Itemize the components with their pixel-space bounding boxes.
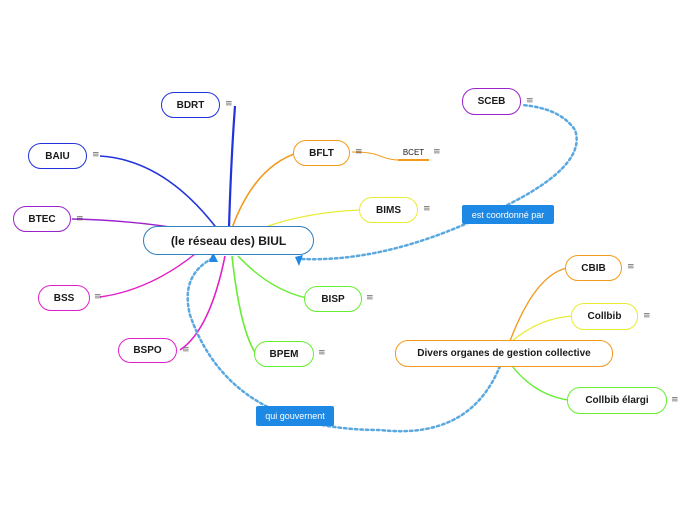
node-bpem[interactable]: BPEM xyxy=(254,341,314,367)
central-node[interactable]: (le réseau des) BIUL xyxy=(143,226,314,255)
node-sceb[interactable]: SCEB xyxy=(462,88,521,115)
branch-bflt xyxy=(231,151,301,229)
branch-cbib xyxy=(509,267,568,342)
node-label: BAIU xyxy=(45,150,70,162)
node-bflt[interactable]: BFLT xyxy=(293,140,350,166)
relation-label-text: est coordonné par xyxy=(471,209,545,220)
node-label: BCET xyxy=(402,148,425,157)
note-icon[interactable]: ≡ xyxy=(76,214,84,224)
branch-bdrt xyxy=(227,105,237,229)
note-icon[interactable]: ≡ xyxy=(671,395,679,405)
node-collbib-elargi[interactable]: Collbib élargi xyxy=(567,387,667,414)
note-icon[interactable]: ≡ xyxy=(643,311,651,321)
note-icon[interactable]: ≡ xyxy=(94,292,102,302)
note-icon[interactable]: ≡ xyxy=(627,262,635,272)
node-divers[interactable]: Divers organes de gestion collective xyxy=(395,340,613,367)
note-icon[interactable]: ≡ xyxy=(318,348,326,358)
relation-link-coordonne xyxy=(300,103,578,261)
node-bspo[interactable]: BSPO xyxy=(118,338,177,363)
node-label: SCEB xyxy=(477,96,506,107)
node-label: Collbib élargi xyxy=(585,395,649,406)
note-icon[interactable]: ≡ xyxy=(423,204,431,214)
branch-bspo xyxy=(179,255,226,351)
node-btec[interactable]: BTEC xyxy=(13,206,71,232)
branch-collbib-elargi xyxy=(511,365,569,401)
node-label: Divers organes de gestion collective xyxy=(417,348,591,359)
branch-bss xyxy=(99,253,196,298)
note-icon[interactable]: ≡ xyxy=(355,147,363,157)
node-bdrt[interactable]: BDRT xyxy=(161,92,220,118)
node-bss[interactable]: BSS xyxy=(38,285,90,311)
relation-label-gouvernent[interactable]: qui gouvernent xyxy=(256,406,334,426)
branch-bisp xyxy=(237,255,308,299)
node-bisp[interactable]: BISP xyxy=(304,286,362,312)
node-label: BIMS xyxy=(376,204,401,216)
note-icon[interactable]: ≡ xyxy=(433,147,441,157)
note-icon[interactable]: ≡ xyxy=(92,150,100,160)
relation-label-text: qui gouvernent xyxy=(265,411,325,421)
node-bcet[interactable]: BCET xyxy=(398,146,429,161)
node-cbib[interactable]: CBIB xyxy=(565,255,622,281)
note-icon[interactable]: ≡ xyxy=(526,96,534,106)
node-label: BFLT xyxy=(309,147,334,159)
branch-bpem xyxy=(231,255,257,355)
note-icon[interactable]: ≡ xyxy=(182,345,190,355)
node-bims[interactable]: BIMS xyxy=(359,197,418,223)
note-icon[interactable]: ≡ xyxy=(225,99,233,109)
node-label: BDRT xyxy=(176,99,205,111)
node-label: CBIB xyxy=(581,262,606,274)
relation-label-coordonne[interactable]: est coordonné par xyxy=(462,205,554,224)
central-node-label: (le réseau des) BIUL xyxy=(170,233,287,248)
node-label: BTEC xyxy=(28,213,56,225)
node-label: BISP xyxy=(321,293,345,305)
branch-collbib xyxy=(511,315,573,342)
node-label: BPEM xyxy=(269,348,299,360)
node-label: BSS xyxy=(53,292,75,304)
branch-bims xyxy=(267,209,361,227)
node-collbib[interactable]: Collbib xyxy=(571,303,638,330)
branch-bcet xyxy=(351,151,399,161)
node-baiu[interactable]: BAIU xyxy=(28,143,87,169)
node-label: Collbib xyxy=(587,311,622,322)
node-label: BSPO xyxy=(133,345,162,356)
arrow-head-coordonne xyxy=(295,255,303,266)
arrow-head-gouvernent xyxy=(209,252,218,262)
branch-baiu xyxy=(99,155,219,231)
note-icon[interactable]: ≡ xyxy=(366,293,374,303)
